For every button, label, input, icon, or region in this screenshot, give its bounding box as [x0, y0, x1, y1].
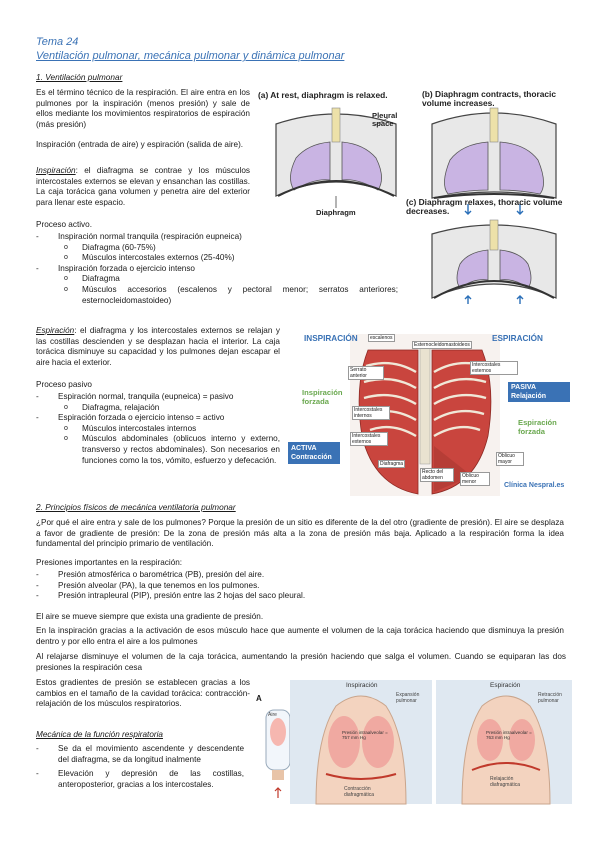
inspiration-paragraph: Inspiración: el diafragma se contrae y l… — [36, 166, 250, 208]
list-item: Presión alveolar (PA), la que tenemos en… — [36, 581, 558, 592]
active-process: Proceso activo. — [36, 220, 92, 229]
section2-p1: ¿Por qué el aire entra y sale de los pul… — [36, 518, 564, 549]
section2-heading: 2. Principios físicos de mecánica ventil… — [36, 502, 236, 512]
section2-p4: En la inspiración gracias a la activació… — [36, 626, 564, 646]
pressure-figure: A Aire Inspiración Espiración Expansión … — [256, 676, 576, 806]
list-item: Músculos abdominales (oblicuos interno y… — [64, 434, 280, 466]
fig2-oblicuo-menor: Oblicuo menor — [460, 472, 490, 486]
fig2-oblicuo-mayor: Oblicuo mayor — [496, 452, 524, 466]
page-title: Ventilación pulmonar, mecánica pulmonar … — [36, 50, 345, 62]
list-item: Presión intrapleural (PIP), presión entr… — [36, 591, 558, 602]
fig2-credit: Clínica Nespral.es — [504, 482, 565, 489]
diaphragm-diagram — [275, 107, 557, 304]
topic-label: Tema 24 — [36, 36, 79, 48]
list-item: Diafragma — [64, 274, 398, 285]
fig1-pleural-label: Pleural space — [372, 111, 398, 128]
fig3-inspiracion: Inspiración — [346, 682, 378, 689]
lungs-at-rest — [275, 107, 397, 208]
fig3-presion-esp: Presión intraalveolar = 763 mm Hg — [486, 730, 532, 741]
fig3-aire: Aire — [268, 712, 277, 718]
fig2-activa: ACTIVA — [291, 445, 317, 452]
muscles-figure: INSPIRACIÓN ESPIRACIÓN escalenos Esterno… — [284, 326, 576, 496]
fig3-relajacion: Relajación diafragmática — [490, 776, 521, 788]
expiration-text: : el diafragma y los intercostales exter… — [36, 326, 280, 367]
section2-p6: Estos gradientes de presión se establece… — [36, 678, 250, 709]
inspiration-label: Inspiración — [36, 166, 76, 175]
fig2-serrato: Serrato anterior — [348, 366, 384, 380]
mechanics-list: Se da el movimiento ascendente y descend… — [36, 744, 244, 790]
fig2-inspiracion-forzada: Inspiración forzada — [302, 388, 343, 406]
fig2-recto: Recto del abdomen — [420, 468, 454, 482]
expiration-label: Espiración — [36, 326, 75, 335]
pressure-illustration — [265, 680, 572, 805]
fig2-ecm: Esternocleidomastoideos — [412, 341, 472, 349]
inspiration-list: Inspiración normal tranquila (respiració… — [36, 232, 398, 306]
expiration-paragraph: Espiración: el diafragma y los intercost… — [36, 326, 280, 368]
fig1-label-c: (c) Diaphragm relaxes, thoracic volume d… — [406, 197, 563, 216]
list-item: Inspiración forzada o ejercicio intenso — [36, 264, 398, 275]
fig1-diaphragm-label: Diaphragm — [316, 208, 356, 217]
diaphragm-figure: (a) At rest, diaphragm is relaxed. (b) D… — [256, 86, 578, 312]
expiration-list: Espiración normal, tranquila (eupneica) … — [36, 392, 280, 466]
list-item: Presión atmosférica o barométrica (PB), … — [36, 570, 558, 581]
lungs-exhaling — [431, 219, 557, 304]
list-item: Diafragma, relajación — [64, 403, 280, 414]
list-item: Espiración forzada o ejercicio intenso =… — [36, 413, 280, 424]
fig3-label-a: A — [256, 694, 262, 703]
fig2-activa-box: ACTIVA Contracción — [288, 442, 340, 464]
fig2-intercostales-internos-top: Intercostales externos — [470, 361, 518, 375]
list-item: Se da el movimiento ascendente y descend… — [36, 744, 244, 765]
fig3-expansion: Expansión pulmonar — [396, 692, 420, 704]
fig2-relajacion: Relajación — [511, 393, 547, 400]
fig2-pasiva: PASIVA — [511, 384, 537, 391]
fig2-espiracion: ESPIRACIÓN — [492, 334, 543, 343]
pressures-list: Presión atmosférica o barométrica (PB), … — [36, 570, 558, 602]
fig3-contraccion: Contracción diafragmática — [344, 786, 375, 798]
list-item: Inspiración normal tranquila (respiració… — [36, 232, 398, 243]
fig2-intercostales-internos: Intercostales internos — [352, 406, 390, 420]
fig3-presion-insp: Presión intraalveolar = 757 mm Hg — [342, 730, 388, 741]
fig2-espiracion-forzada: Espiración forzada — [518, 418, 557, 436]
section1-heading: 1. Ventilación pulmonar — [36, 72, 123, 82]
list-item: Diafragma (60-75%) — [64, 243, 398, 254]
fig2-escalenos: escalenos — [368, 334, 395, 342]
fig2-diafragma: Diafragma — [378, 460, 406, 468]
section2-p3: El aire se mueve siempre que exista una … — [36, 612, 264, 621]
list-item: Elevación y depresión de las costillas, … — [36, 769, 244, 790]
fig1-label-b: (b) Diaphragm contracts, thoracic volume… — [422, 89, 557, 108]
fig3-espiracion: Espiración — [490, 682, 521, 689]
fig2-pasiva-box: PASIVA Relajación — [508, 382, 570, 402]
section2-p5: Al relajarse disminuye el volumen de la … — [36, 652, 566, 672]
passive-process: Proceso pasivo — [36, 380, 92, 389]
list-item: Espiración normal, tranquila (eupneica) … — [36, 392, 280, 403]
mechanics-heading: Mecánica de la función respiratoria — [36, 730, 163, 739]
list-item: Músculos intercostales externos (25-40%) — [64, 253, 398, 264]
fig2-contraccion: Contracción — [291, 454, 332, 461]
fig2-inspiracion: INSPIRACIÓN — [304, 334, 358, 343]
list-item: Músculos intercostales internos — [64, 424, 280, 435]
inspiration-text: : el diafragma se contrae y los músculos… — [36, 166, 250, 207]
fig3-retraccion: Retracción pulmonar — [538, 692, 562, 704]
lungs-inhaling — [431, 107, 557, 215]
fig1-label-a: (a) At rest, diaphragm is relaxed. — [258, 90, 388, 100]
section1-intro: Es el término técnico de la respiración.… — [36, 88, 250, 129]
section1-intro2: Inspiración (entrada de aire) y espiraci… — [36, 140, 244, 149]
section2-p2: Presiones importantes en la respiración: — [36, 558, 183, 567]
list-item: Músculos accesorios (escalenos y pectora… — [64, 285, 398, 306]
fig2-intercostales-externos: Intercostales externos — [350, 432, 388, 446]
